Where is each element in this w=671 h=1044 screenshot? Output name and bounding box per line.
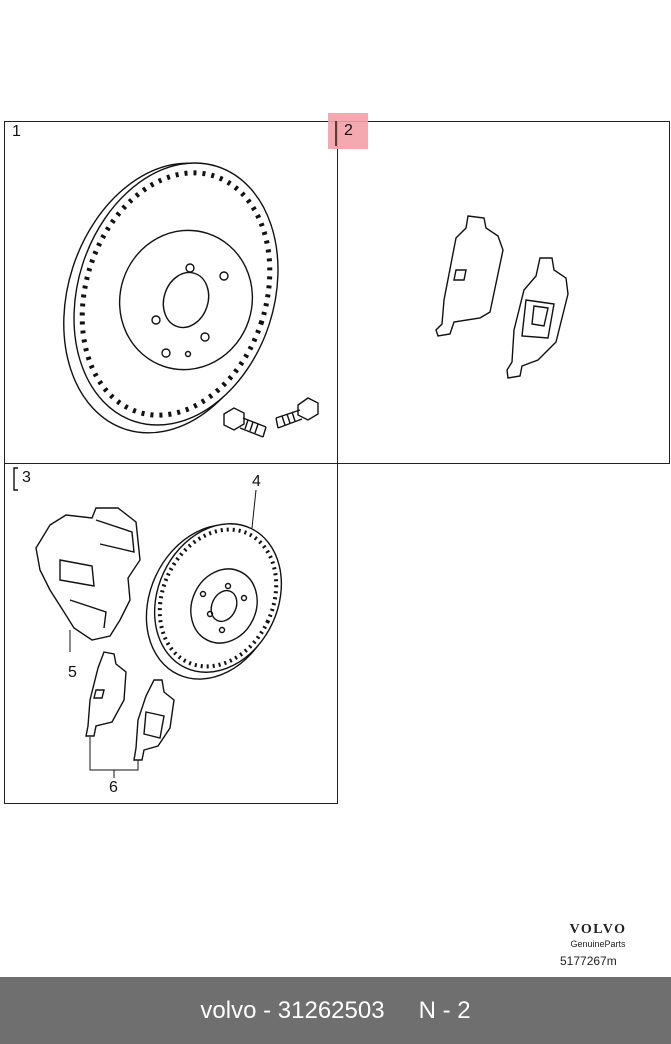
callout-5: 5 [68, 664, 77, 681]
callout-4: 4 [252, 473, 261, 490]
bolt-2 [275, 397, 319, 429]
panel-brake-pads [337, 121, 670, 464]
callout-1: 1 [12, 123, 21, 140]
brake-pad-small-outer [133, 679, 175, 761]
brake-pad-small-inner [85, 651, 127, 737]
footer-bar: volvo - 31262503 N - 2 [0, 977, 671, 1044]
brake-pad-outer [506, 257, 569, 379]
diagram-code: 5177267m [560, 954, 617, 968]
callout-6: 6 [109, 779, 118, 796]
callout-2: 2 [344, 122, 353, 139]
footer-part-number: volvo - 31262503 [200, 996, 385, 1024]
bolt-1 [223, 407, 267, 438]
brake-disc-small [145, 523, 283, 680]
callout-3: 3 [22, 469, 31, 486]
brake-pad-inner [435, 215, 504, 337]
callout-highlight [328, 113, 368, 149]
footer-reference: N - 2 [418, 996, 471, 1024]
volvo-logo: VOLVO [569, 922, 627, 937]
genuine-parts-tagline: GenuineParts [570, 939, 626, 949]
brake-disc-large [63, 162, 279, 434]
brake-caliper [35, 507, 141, 641]
